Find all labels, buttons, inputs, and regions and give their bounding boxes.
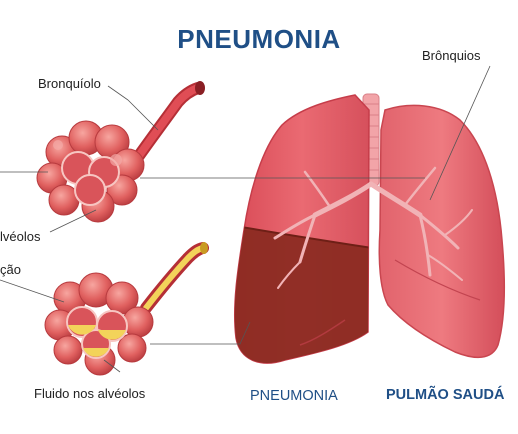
leader-lines [0, 65, 491, 373]
bronchi-label: Brônquios [422, 48, 481, 63]
healthy-lung-caption: PULMÃO SAUDÁ [386, 387, 505, 403]
pneumonia-caption: PNEUMONIA [250, 388, 338, 404]
left-lung-pneumonia [233, 94, 370, 364]
bronchi-tree [273, 166, 473, 289]
healthy-alveoli-cluster [36, 81, 205, 223]
infected-alveoli-cluster [44, 242, 209, 376]
alveoli-label: lvéolos [0, 229, 41, 244]
diagram-title: PNEUMONIA [177, 24, 341, 54]
fluid-label: Fluido nos alvéolos [34, 386, 146, 401]
bronchiole-label: Bronquíolo [38, 76, 101, 91]
inflammation-label: ção [0, 262, 21, 277]
